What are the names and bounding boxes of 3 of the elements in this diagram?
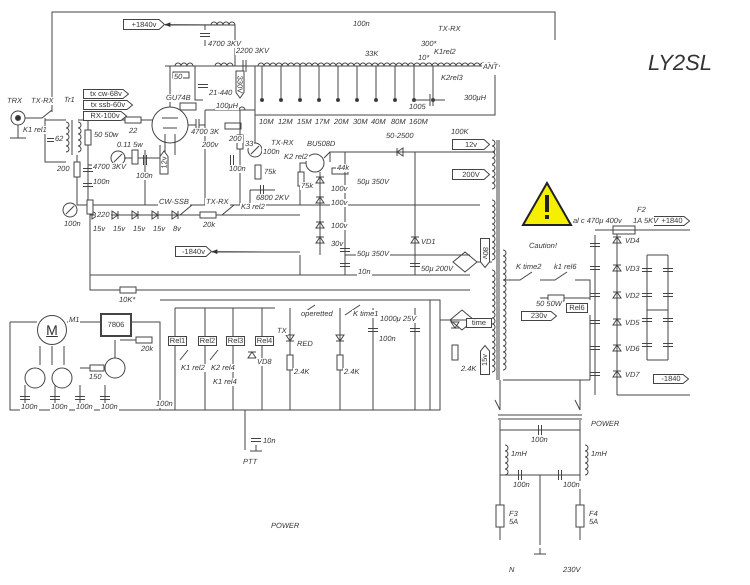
arrow (211, 249, 266, 254)
title: LY2SL (648, 50, 712, 76)
motor-circle: M (37, 315, 67, 345)
